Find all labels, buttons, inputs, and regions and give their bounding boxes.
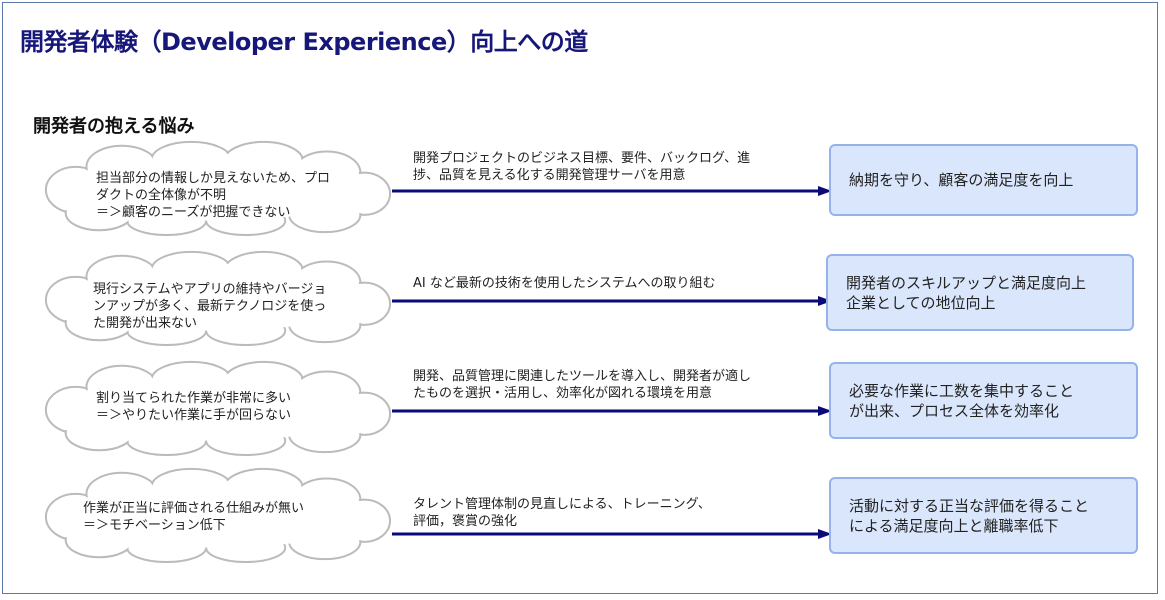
problem-cloud: 作業が正当に評価される仕組みが無い ＝＞モチベーション低下: [38, 467, 394, 563]
arrow-icon: [392, 292, 832, 306]
action-text: タレント管理体制の見直しによる、トレーニング、 評価，褒賞の強化: [413, 497, 711, 529]
problem-text: 作業が正当に評価される仕組みが無い ＝＞モチベーション低下: [83, 501, 305, 533]
slide-frame: [2, 2, 1158, 594]
problem-text: 割り当てられた作業が非常に多い ＝＞やりたい作業に手が回らない: [96, 391, 292, 423]
action-text: 開発プロジェクトのビジネス目標、要件、バックログ、進 捗、品質を見える化する開発…: [413, 151, 751, 183]
section-heading: 開発者の抱える悩み: [33, 116, 195, 137]
problem-text: 担当部分の情報しか見えないため、プロ ダクトの全体像が不明 ＝＞顧客のニーズが把…: [96, 171, 331, 220]
arrow-icon: [392, 402, 832, 416]
problem-text: 現行システムやアプリの維持やバージョ ンアップが多く、最新テクノロジを使っ た開…: [93, 282, 327, 331]
result-box: 活動に対する正当な評価を得ること による満足度向上と離職率低下: [829, 477, 1138, 554]
problem-cloud: 割り当てられた作業が非常に多い ＝＞やりたい作業に手が回らない: [38, 360, 394, 456]
action-text: 開発、品質管理に関連したツールを導入し、開発者が適し たものを選択・活用し、効率…: [413, 369, 752, 401]
action-text: AI など最新の技術を使用したシステムへの取り組む: [413, 276, 716, 291]
arrow-icon: [392, 525, 832, 539]
problem-cloud: 現行システムやアプリの維持やバージョ ンアップが多く、最新テクノロジを使っ た開…: [38, 250, 394, 346]
arrow-icon: [392, 182, 832, 196]
result-box: 開発者のスキルアップと満足度向上 企業としての地位向上: [826, 254, 1134, 331]
result-box: 納期を守り、顧客の満足度を向上: [829, 144, 1138, 216]
result-box: 必要な作業に工数を集中すること が出来、プロセス全体を効率化: [829, 362, 1138, 439]
problem-cloud: 担当部分の情報しか見えないため、プロ ダクトの全体像が不明 ＝＞顧客のニーズが把…: [38, 140, 394, 236]
page-title: 開発者体験（Developer Experience）向上への道: [20, 28, 588, 56]
